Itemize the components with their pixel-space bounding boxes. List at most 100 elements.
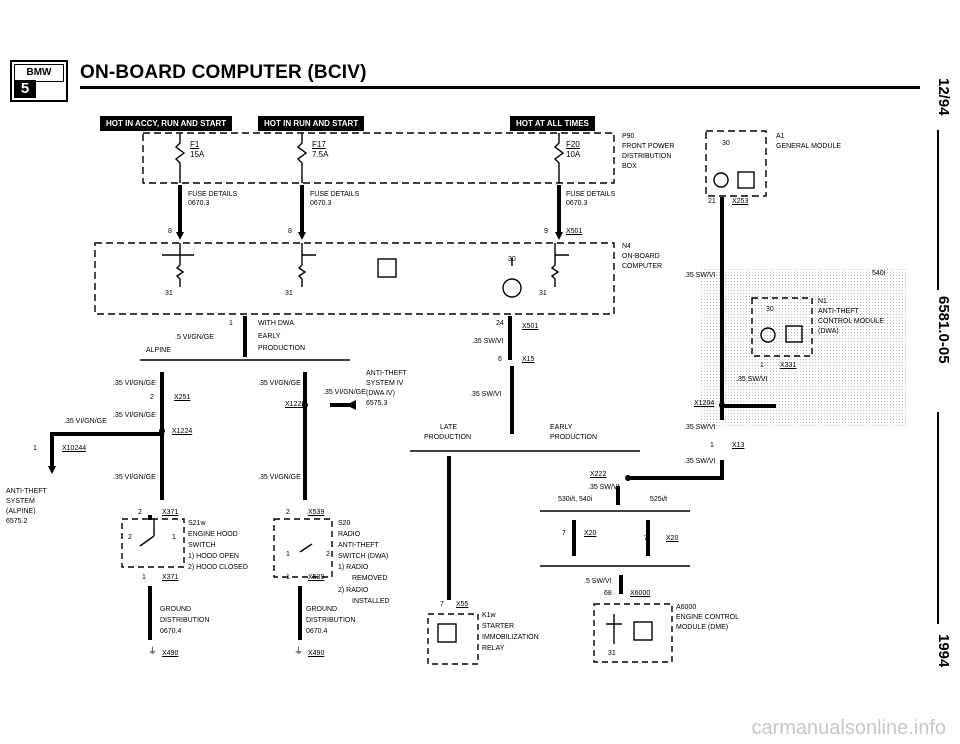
fuse-details-2: FUSE DETAILS <box>310 191 360 198</box>
wire-35-swvi-c: .35 SW/VI <box>684 272 716 279</box>
pin-2-x371: 2 <box>138 509 142 516</box>
wire-35-vign-e: .35 VI/GN/GE <box>64 418 107 425</box>
p90-line3: BOX <box>622 163 637 170</box>
antitheft-alpine-line4: 6575.2 <box>6 518 28 525</box>
s21w-pin2: 2 <box>128 534 132 541</box>
badge-hot-run: HOT IN RUN AND START <box>258 116 365 131</box>
p90-code: P90 <box>622 133 635 140</box>
dwa-line1: WITH DWA <box>258 320 294 327</box>
a6000-code: A6000 <box>676 604 697 611</box>
p90-line2: DISTRIBUTION <box>622 153 672 160</box>
variant-530-540: 530i/t, 540i <box>558 496 593 503</box>
antitheft-alpine-line1: ANTI-THEFT <box>6 488 47 495</box>
connector-x331: X331 <box>780 362 797 369</box>
pin-7-x55: 7 <box>440 601 444 608</box>
antitheft-alpine-line3: (ALPINE) <box>6 508 36 515</box>
watermark: carmanualsonline.info <box>751 717 946 739</box>
connector-x10244: X10244 <box>62 445 87 452</box>
a1-label: GENERAL MODULE <box>776 143 842 150</box>
pin-31-c: 31 <box>539 290 547 297</box>
connector-x20-a: X20 <box>584 530 597 537</box>
antitheft-alpine-line2: SYSTEM <box>6 498 35 505</box>
a1-pin21: 21 <box>708 198 716 205</box>
connector-x539-bottom: X539 <box>308 574 325 581</box>
logo-brand: BMW <box>14 64 64 82</box>
n1-code: N1 <box>818 298 827 305</box>
s21w-line1: ENGINE HOOD <box>188 531 238 538</box>
connector-x6000: X6000 <box>630 590 651 597</box>
s20-code: S20 <box>338 520 351 527</box>
k1w-code: K1w <box>482 612 496 619</box>
pin-8-b: 8 <box>288 228 292 235</box>
fuse-f1-label: F1 <box>190 140 200 149</box>
connector-x371-top: X371 <box>162 509 179 516</box>
wire-35-vign-g: .35 VI/GN/GE <box>258 474 301 481</box>
ground-a-line2: DISTRIBUTION <box>160 617 210 624</box>
ground-a-line3: 0670.4 <box>160 628 182 635</box>
k1w-line1: STARTER <box>482 623 515 630</box>
ground-b-x490: X490 <box>308 650 325 657</box>
fuse-ref-3: 0670.3 <box>566 200 588 207</box>
fuse-f17-amp: 7.5A <box>312 150 329 159</box>
badge-hot-all: HOT AT ALL TIMES <box>510 116 595 131</box>
s20-pin2: 2 <box>326 551 330 558</box>
connector-x1204: X1204 <box>694 400 715 407</box>
pin-68: 68 <box>604 590 612 597</box>
fuse-f1-amp: 15A <box>190 150 205 159</box>
model-540i: 540i <box>872 270 886 277</box>
pin-1-x10244: 1 <box>33 445 37 452</box>
n1-hatched-area <box>700 268 906 428</box>
n1-pin30: 30 <box>766 306 774 313</box>
ground-b-line3: 0670.4 <box>306 628 328 635</box>
wire-35-vign-f: .35 VI/GN/GE <box>113 474 156 481</box>
connector-x13: X13 <box>732 442 745 449</box>
n4-line2: COMPUTER <box>622 263 663 270</box>
pin-7-x20-b: 7 <box>644 535 648 542</box>
s21w-line3: 1) HOOD OPEN <box>188 553 239 560</box>
dwa-line2: EARLY <box>258 333 281 340</box>
connector-x1224: X1224 <box>172 428 193 435</box>
connector-x371-bottom: X371 <box>162 574 179 581</box>
fuse-ref-2: 0670.3 <box>310 200 332 207</box>
late-production-1: LATE <box>440 424 457 431</box>
pin-1-n4: 1 <box>229 320 233 327</box>
ground-a-line1: GROUND <box>160 606 192 613</box>
pin-1-x331: 1 <box>760 362 764 369</box>
early-production-1: EARLY <box>550 424 573 431</box>
s20-line5: REMOVED <box>352 575 388 582</box>
pin-8-a: 8 <box>168 228 172 235</box>
early-production-2: PRODUCTION <box>550 434 598 441</box>
pin-24: 24 <box>496 320 504 327</box>
n4-code: N4 <box>622 243 631 250</box>
a1-code: A1 <box>776 133 785 140</box>
pin-2-x251: 2 <box>150 394 154 401</box>
wire-35-swvi-a: .35 SW/VI <box>472 338 504 345</box>
s20-line3: SWITCH (DWA) <box>338 553 389 560</box>
dwa-line3: PRODUCTION <box>258 345 306 352</box>
a6000-line2: MODULE (DME) <box>676 624 729 631</box>
s20-line2: ANTI-THEFT <box>338 542 379 549</box>
fuse-details-1: FUSE DETAILS <box>188 191 238 198</box>
pin-30-n4: 30 <box>508 256 516 263</box>
connector-x501-bottom: X501 <box>522 323 539 330</box>
pin-1-x539: 1 <box>286 574 290 581</box>
n1-line1: ANTI-THEFT <box>818 308 859 315</box>
connector-x539-top: X539 <box>308 509 325 516</box>
antitheft-iv-line3: (DWA IV) <box>366 390 395 397</box>
wire-35-swvi-g: .35 SW/VI <box>588 484 620 491</box>
a6000-line1: ENGINE CONTROL <box>676 614 740 621</box>
fuse-f20-amp: 10A <box>566 150 581 159</box>
s21w-pin1: 1 <box>172 534 176 541</box>
pin-9: 9 <box>544 228 548 235</box>
antitheft-iv-line1: ANTI-THEFT <box>366 370 407 377</box>
s20-line1: RADIO <box>338 531 361 538</box>
wire-35-vign-c: .35 VI/GN/GE <box>323 389 366 396</box>
fuse-ref-1: 0670.3 <box>188 200 210 207</box>
ground-a-symbol-icon: ⏚ <box>148 646 158 656</box>
wire-35-vign-b: .35 VI/GN/GE <box>258 380 301 387</box>
a1-pin30: 30 <box>722 140 730 147</box>
connector-x55: X55 <box>456 601 469 608</box>
pin-7-x20-a: 7 <box>562 530 566 537</box>
